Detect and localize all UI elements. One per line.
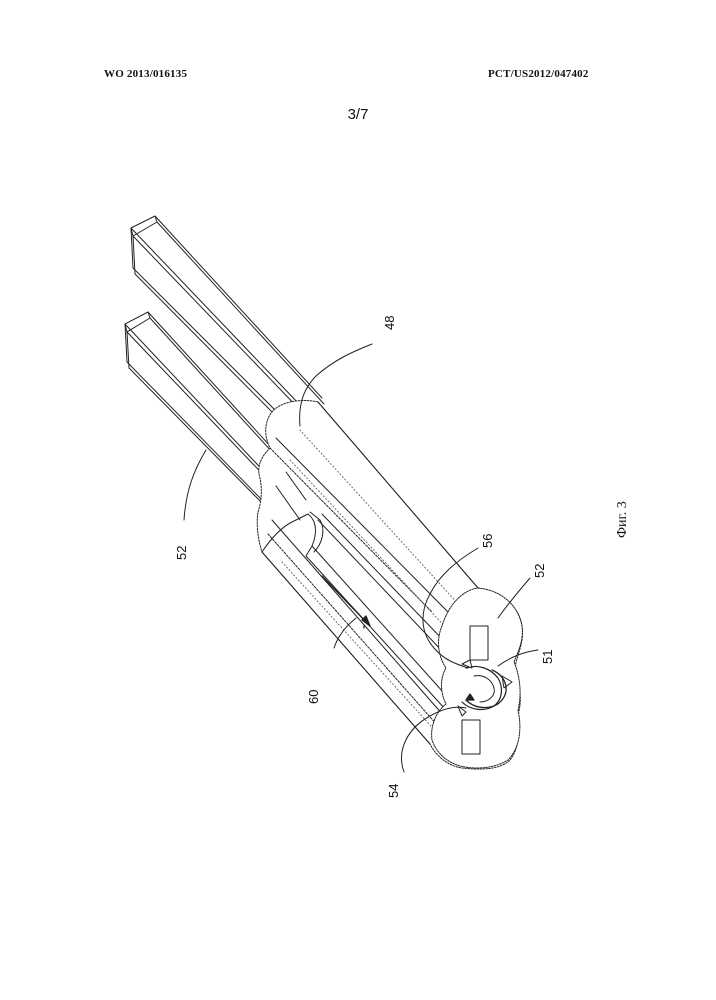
ref-54: 54 bbox=[386, 784, 401, 798]
ref-52-lead: 52 bbox=[174, 546, 189, 560]
ref-60: 60 bbox=[306, 690, 321, 704]
ref-48: 48 bbox=[382, 316, 397, 330]
figure-caption: Фиг. 3 bbox=[615, 501, 630, 538]
ref-51: 51 bbox=[540, 650, 555, 664]
ref-56: 56 bbox=[480, 534, 495, 548]
ref-52-embedded: 52 bbox=[532, 564, 547, 578]
